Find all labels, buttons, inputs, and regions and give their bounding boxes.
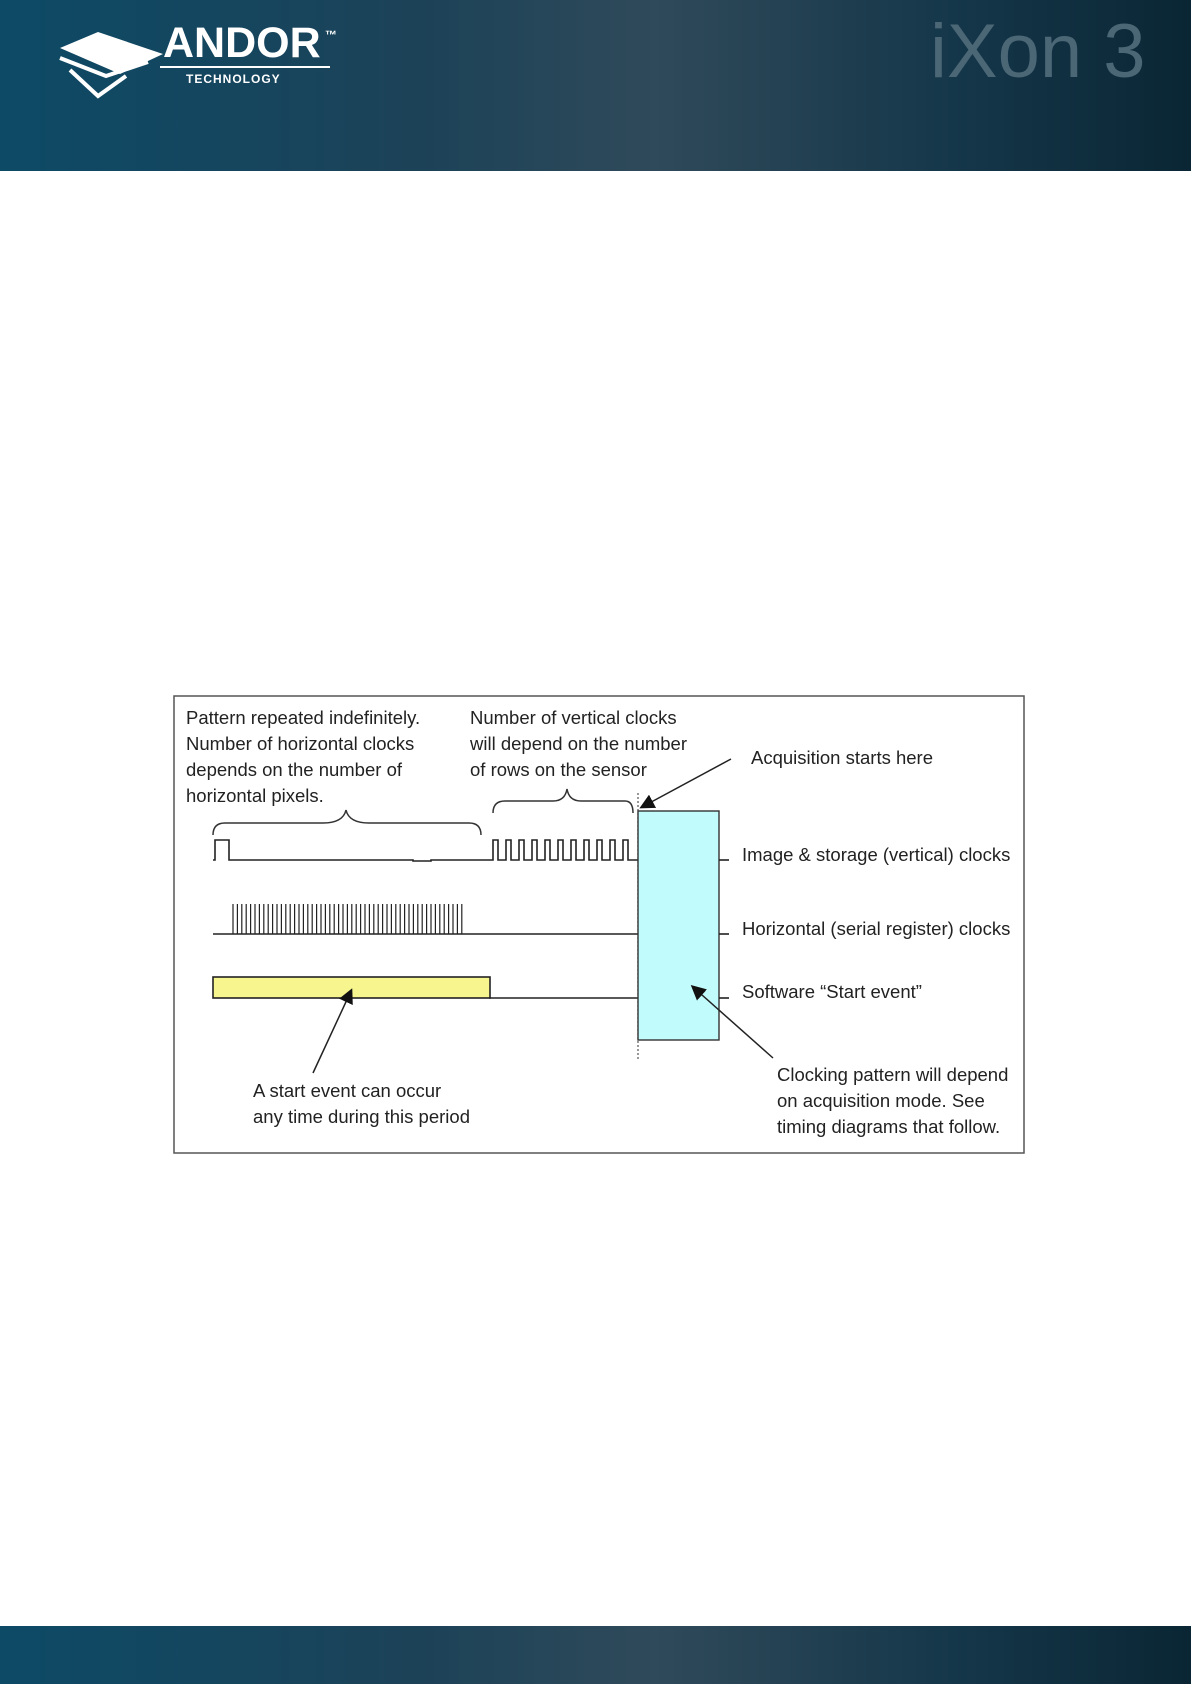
horizontal-clocks-label: Horizontal (serial register) clocks bbox=[742, 918, 1011, 939]
start-event-arrow bbox=[312, 988, 353, 1074]
timing-diagram: Pattern repeated indefinitely. Number of… bbox=[173, 695, 1025, 1154]
note-clocking-line-1: Clocking pattern will depend bbox=[777, 1064, 1009, 1085]
note-start-event-line-2: any time during this period bbox=[253, 1106, 470, 1127]
page-header: ANDOR ™ TECHNOLOGY iXon 3 bbox=[0, 0, 1191, 171]
acquisition-box bbox=[637, 810, 720, 1041]
brand-subtitle: TECHNOLOGY bbox=[186, 72, 281, 86]
acquisition-start-arrow bbox=[639, 758, 732, 809]
acquisition-start-label: Acquisition starts here bbox=[751, 747, 934, 768]
pattern-brace bbox=[212, 809, 482, 836]
clocking-pattern-arrow bbox=[690, 985, 774, 1059]
note-vertical-line-2: will depend on the number bbox=[470, 733, 688, 754]
page-footer bbox=[0, 1626, 1191, 1684]
start-event-label: Software “Start event” bbox=[742, 981, 922, 1002]
product-title: iXon 3 bbox=[930, 9, 1146, 94]
start-event-period-bar bbox=[212, 976, 491, 999]
vertical-clock-signal bbox=[213, 839, 638, 862]
note-start-event-line-1: A start event can occur bbox=[253, 1080, 442, 1101]
brand-rule bbox=[160, 66, 330, 68]
note-pattern-line-4: horizontal pixels. bbox=[186, 785, 324, 806]
diagram-frame bbox=[173, 695, 1025, 1154]
note-vertical-line-1: Number of vertical clocks bbox=[470, 707, 677, 728]
horizontal-clock-pulses bbox=[232, 904, 463, 934]
note-pattern-line-2: Number of horizontal clocks bbox=[186, 733, 415, 754]
vertical-brace bbox=[492, 788, 634, 814]
note-vertical-line-3: of rows on the sensor bbox=[470, 759, 647, 780]
timing-diagram-graphics bbox=[173, 695, 1025, 1154]
vertical-clocks-label: Image & storage (vertical) clocks bbox=[742, 844, 1011, 865]
note-pattern-line-1: Pattern repeated indefinitely. bbox=[186, 707, 421, 728]
note-clocking-line-2: on acquisition mode. See bbox=[777, 1090, 985, 1111]
andor-logo-icon bbox=[58, 26, 168, 106]
note-clocking-line-3: timing diagrams that follow. bbox=[777, 1116, 1001, 1137]
brand-trademark: ™ bbox=[325, 28, 337, 42]
brand-name: ANDOR bbox=[163, 19, 321, 67]
note-pattern-line-3: depends on the number of bbox=[186, 759, 402, 780]
